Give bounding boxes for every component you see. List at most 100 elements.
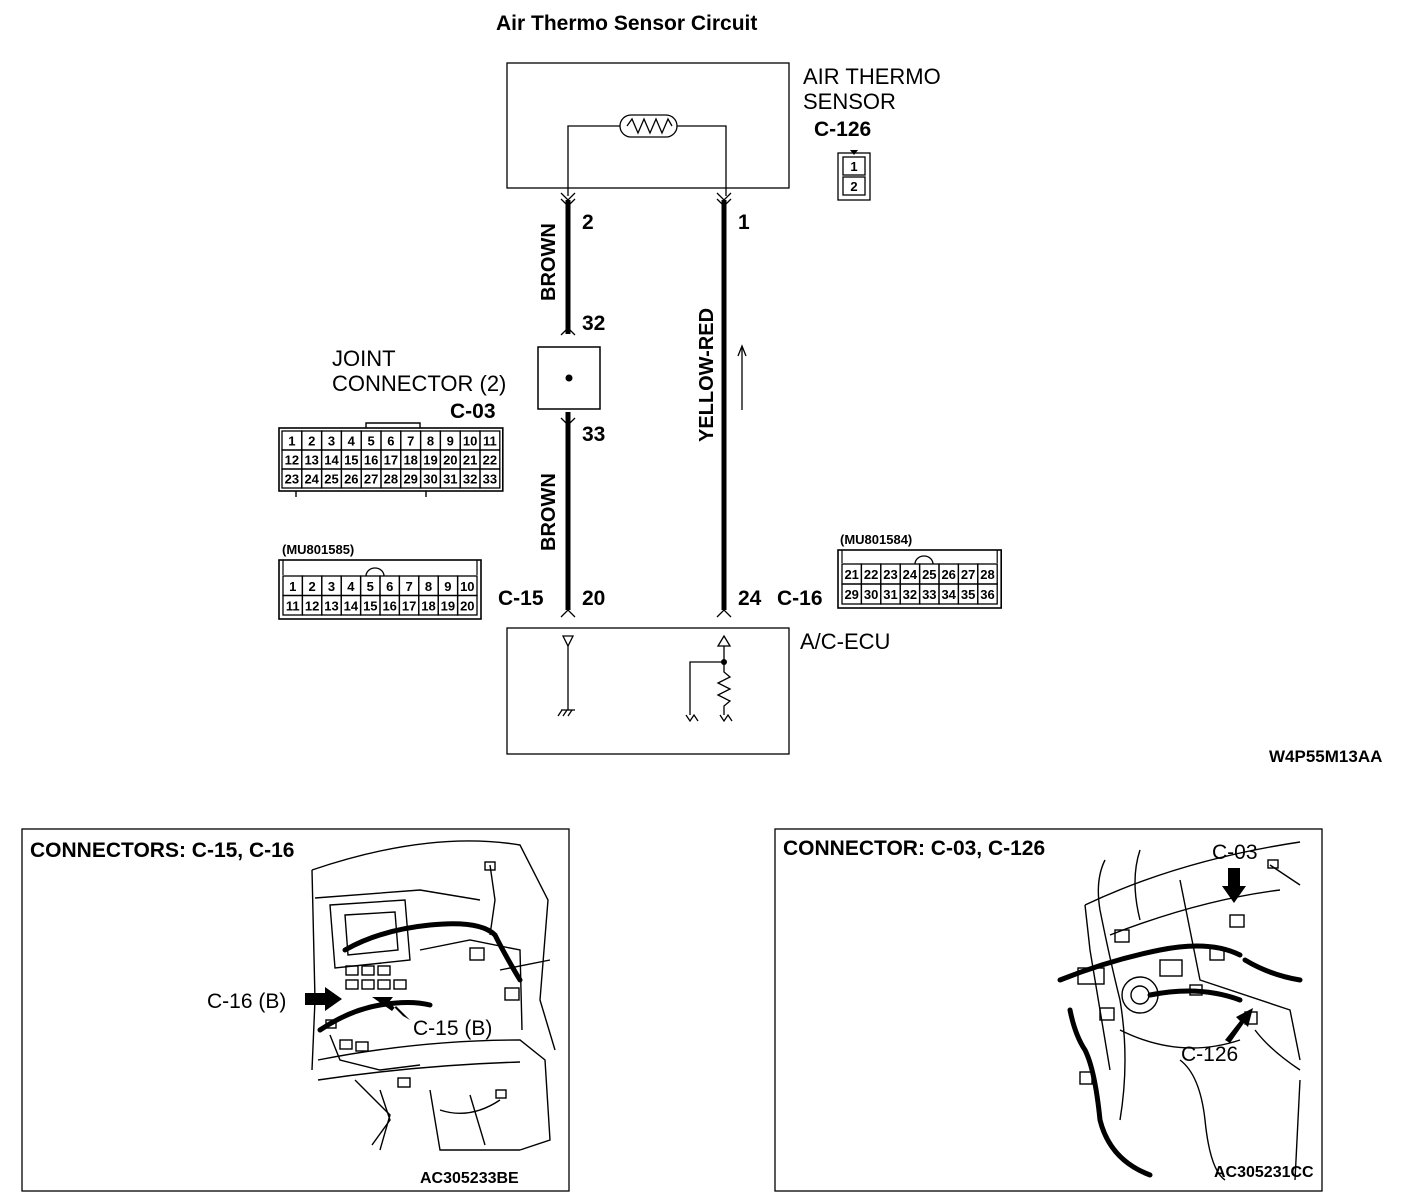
pin-number: 24 bbox=[903, 567, 918, 582]
pin-number: 18 bbox=[421, 598, 435, 613]
pin-number: 13 bbox=[324, 598, 338, 613]
wire-pin-label: 1 bbox=[738, 211, 750, 234]
wire-color-label: BROWN bbox=[538, 473, 560, 551]
wire-pin-label: 32 bbox=[582, 312, 605, 335]
pin-number: 15 bbox=[344, 453, 358, 468]
pin-number: 12 bbox=[305, 598, 319, 613]
panel-left-label-c16: C-16 (B) bbox=[207, 990, 286, 1013]
joint-name-line1: JOINT bbox=[332, 346, 396, 371]
pin-number: 21 bbox=[463, 453, 477, 468]
pin-number: 17 bbox=[402, 598, 416, 613]
diagram-code: W4P55M13AA bbox=[1269, 747, 1382, 766]
pin-number: 11 bbox=[483, 434, 497, 449]
pin-number: 36 bbox=[980, 587, 994, 602]
pin-number: 26 bbox=[941, 567, 955, 582]
pin-number: 8 bbox=[425, 579, 432, 594]
pin-number: 19 bbox=[441, 598, 455, 613]
pin-number: 6 bbox=[387, 434, 394, 449]
pin-number: 30 bbox=[864, 587, 878, 602]
pin-cell bbox=[977, 583, 998, 605]
panel-right-label-c03: C-03 bbox=[1212, 841, 1258, 864]
sensor-name-line2: SENSOR bbox=[803, 89, 896, 114]
pin-number: 27 bbox=[364, 472, 378, 487]
arrow-c16 bbox=[305, 987, 342, 1011]
panel-right-label-c126: C-126 bbox=[1181, 1043, 1238, 1066]
pin-number: 23 bbox=[285, 472, 299, 487]
wire-pin-label: 24 bbox=[738, 587, 762, 610]
pin-number: 18 bbox=[403, 453, 417, 468]
panel-left-label-c15: C-15 (B) bbox=[413, 1017, 492, 1040]
panel-left-code: AC305233BE bbox=[420, 1170, 519, 1187]
sensor-pin: 2 bbox=[850, 179, 857, 194]
pin-number: 14 bbox=[344, 598, 359, 613]
pin-number: 26 bbox=[344, 472, 358, 487]
ecu-name: A/C-ECU bbox=[800, 629, 890, 654]
pin-cell bbox=[456, 594, 478, 616]
pin-number: 14 bbox=[324, 453, 339, 468]
thermistor-symbol bbox=[619, 114, 678, 138]
pin-number: 29 bbox=[844, 587, 858, 602]
diagram-title: Air Thermo Sensor Circuit bbox=[496, 12, 757, 35]
panel-connectors-c15-c16: CONNECTORS: C-15, C-16 bbox=[21, 828, 570, 1192]
pin-number: 10 bbox=[463, 434, 477, 449]
sensor-name-line1: AIR THERMO bbox=[803, 64, 941, 89]
pin-number: 5 bbox=[367, 434, 374, 449]
pin-number: 25 bbox=[922, 567, 936, 582]
pin-number: 1 bbox=[288, 434, 295, 449]
sensor-connector-face: 1 2 bbox=[837, 150, 871, 201]
pin-number: 13 bbox=[304, 453, 318, 468]
pin-number: 2 bbox=[308, 579, 315, 594]
dashboard-sketch-right bbox=[1057, 841, 1303, 1181]
panel-connector-c03-c126: CONNECTOR: C-03, C-126 bbox=[774, 828, 1323, 1192]
pin-number: 28 bbox=[980, 567, 994, 582]
pin-number: 3 bbox=[328, 434, 335, 449]
wire-color-label: YELLOW-RED bbox=[696, 308, 718, 442]
air-thermo-sensor: AIR THERMO SENSOR C-126 1 2 bbox=[506, 62, 941, 201]
wire-pin-label: 33 bbox=[582, 423, 605, 446]
pin-number: 33 bbox=[483, 472, 497, 487]
pin-number: 22 bbox=[864, 567, 878, 582]
pin-number: 28 bbox=[384, 472, 398, 487]
wires bbox=[560, 192, 747, 618]
joint-connector-id: C-03 bbox=[450, 400, 496, 423]
arrow-c126 bbox=[1225, 1008, 1253, 1043]
wire-pin-label: 20 bbox=[582, 587, 605, 610]
pin-number: 10 bbox=[460, 579, 474, 594]
c16-connector-id: C-16 bbox=[777, 587, 823, 610]
pin-number: 31 bbox=[443, 472, 457, 487]
pin-number: 9 bbox=[447, 434, 454, 449]
pin-number: 15 bbox=[363, 598, 377, 613]
dashboard-sketch-left bbox=[311, 840, 556, 1151]
pin-number: 32 bbox=[903, 587, 917, 602]
arrow-c15 bbox=[372, 997, 410, 1020]
pin-number: 4 bbox=[348, 434, 356, 449]
pin-number: 20 bbox=[443, 453, 457, 468]
joint-name-line2: CONNECTOR (2) bbox=[332, 371, 506, 396]
pin-number: 2 bbox=[308, 434, 315, 449]
pin-number: 1 bbox=[289, 579, 296, 594]
wire-pin-label: 2 bbox=[582, 211, 594, 234]
pin-number: 34 bbox=[941, 587, 956, 602]
pin-number: 25 bbox=[324, 472, 338, 487]
wire-color-label: BROWN bbox=[538, 223, 560, 301]
c15-part-number: (MU801585) bbox=[282, 542, 354, 557]
pin-number: 31 bbox=[883, 587, 897, 602]
pin-number: 29 bbox=[403, 472, 417, 487]
arrow-c03 bbox=[1222, 868, 1246, 903]
pin-number: 27 bbox=[961, 567, 975, 582]
pin-number: 33 bbox=[922, 587, 936, 602]
pin-number: 8 bbox=[427, 434, 434, 449]
pin-number: 30 bbox=[423, 472, 437, 487]
pin-number: 7 bbox=[405, 579, 412, 594]
pin-number: 9 bbox=[444, 579, 451, 594]
pin-cell bbox=[479, 468, 501, 489]
pin-number: 12 bbox=[285, 453, 299, 468]
panel-right-title: CONNECTOR: C-03, C-126 bbox=[783, 837, 1045, 860]
panel-right-code: AC305231CC bbox=[1214, 1164, 1314, 1181]
pin-number: 24 bbox=[304, 472, 319, 487]
